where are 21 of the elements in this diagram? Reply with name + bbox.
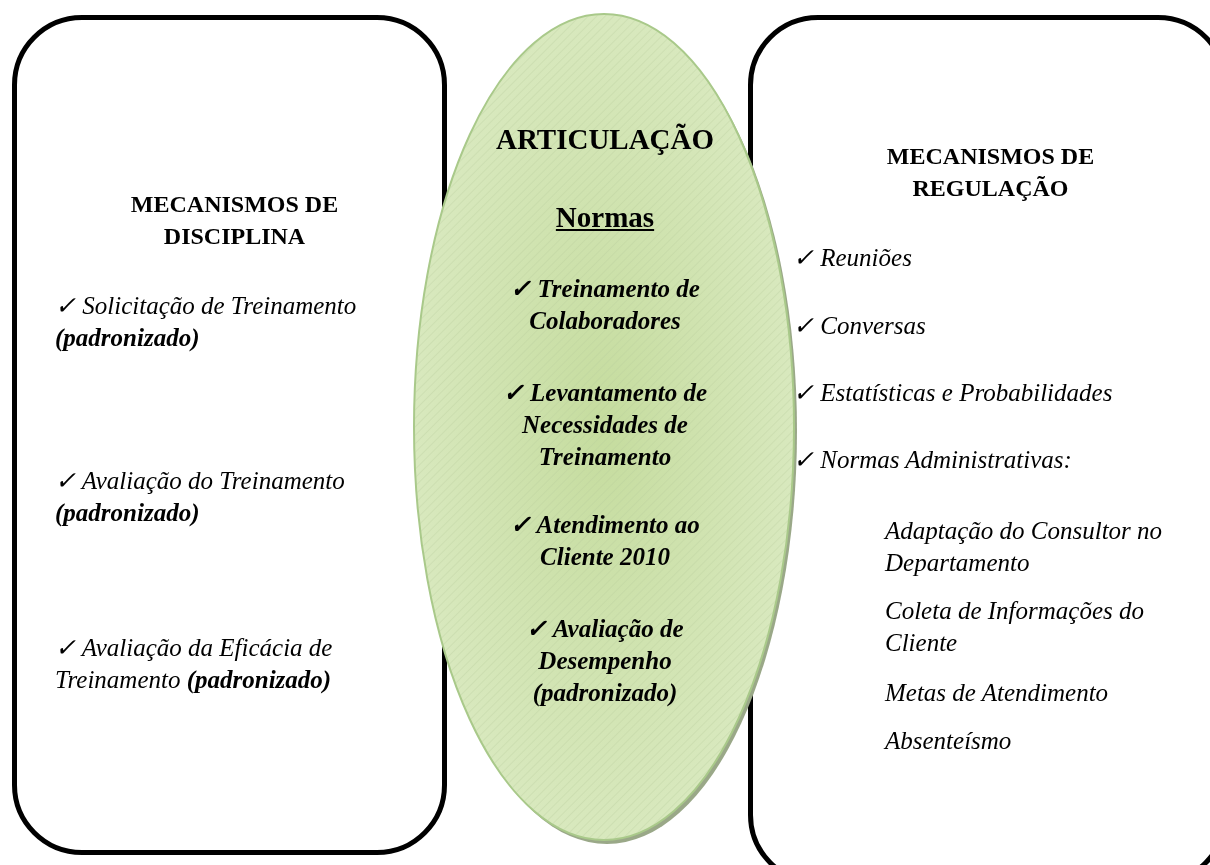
list-item: ✓ Avaliação do Treinamento (padronizado) [55,466,346,529]
list-item: Metas de Atendimento [885,678,1110,708]
heading: MECANISMOS DE REGULAÇÃO [885,142,1096,203]
list-item: Absenteísmo [885,726,1013,756]
subheading: Normas [554,201,656,233]
list-item: ✓ Estatísticas e Probabilidades [793,378,1114,408]
list-item: ✓ Treinamento de Colaboradores [509,274,701,336]
list-item: ✓ Avaliação da Eficácia de Treinamento (padronizado) [55,633,334,696]
list-item: ✓ Normas Administrativas: [793,445,1073,475]
list-item: ✓ Atendimento ao Cliente 2010 [509,510,701,572]
rounded-box [748,15,1210,865]
list-item: ✓ Solicitação de Treinamento (padronizado) [55,291,358,354]
list-item: Adaptação do Consultor no Departamento [885,516,1164,578]
list-item: ✓ Reuniões [793,243,913,273]
list-item: ✓ Avaliação de Desempenho (padronizado) [525,614,685,709]
list-item: Coleta de Informações do Cliente [885,596,1145,658]
rounded-box [12,15,447,855]
list-item: ✓ Levantamento de Necessidades de Treinamento [501,378,709,472]
heading: MECANISMOS DE DISCIPLINA [129,190,340,251]
heading: ARTICULAÇÃO [494,122,716,157]
list-item: ✓ Conversas [793,311,927,341]
